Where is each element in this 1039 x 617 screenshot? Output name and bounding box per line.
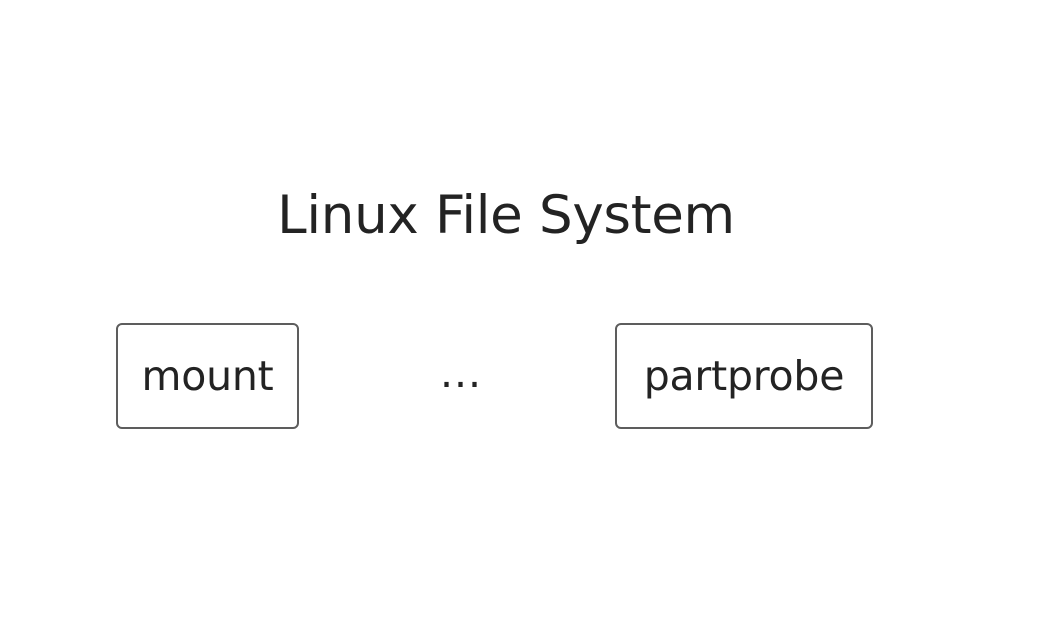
- node-mount-label: mount: [141, 352, 274, 400]
- node-mount[interactable]: mount: [116, 323, 299, 429]
- ellipsis-separator: ...: [439, 349, 483, 397]
- node-partprobe-label: partprobe: [643, 352, 845, 400]
- page-title: Linux File System: [277, 185, 735, 246]
- node-partprobe[interactable]: partprobe: [615, 323, 873, 429]
